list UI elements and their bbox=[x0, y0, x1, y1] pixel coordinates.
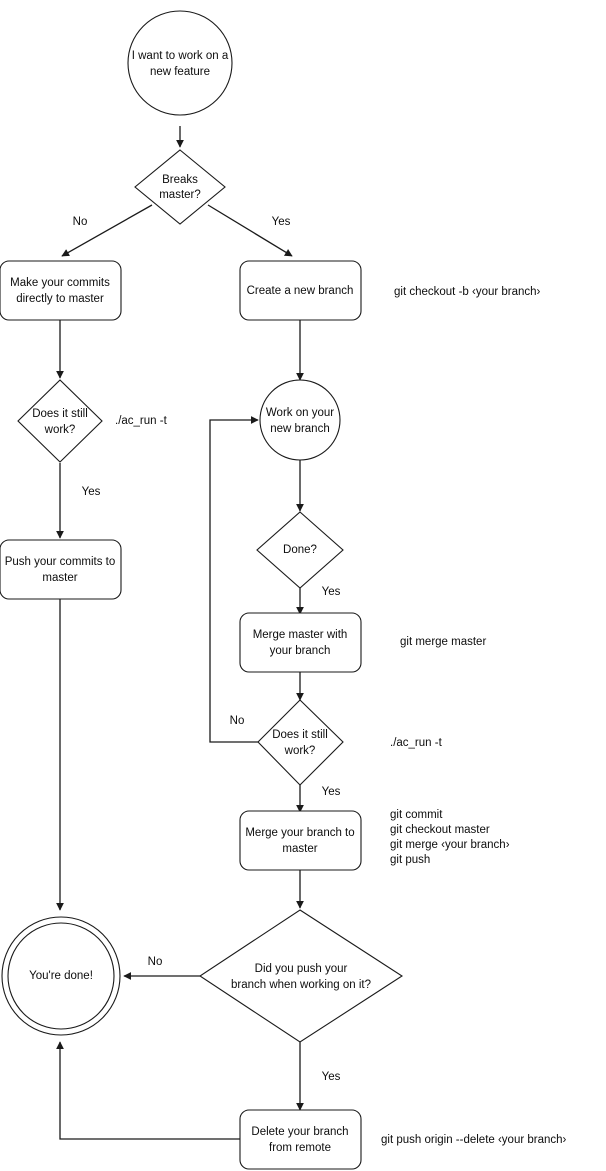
youre-done-inner-circle bbox=[7, 922, 115, 1030]
work-branch-label-line2: new branch bbox=[270, 423, 329, 435]
work-branch-label-line1: Work on your bbox=[266, 407, 334, 419]
edge-labels-group: No Yes Yes Yes No Yes No Yes bbox=[73, 216, 341, 1083]
push-commits-box bbox=[0, 539, 122, 600]
merge-branch-label-line2: master bbox=[282, 843, 317, 855]
node-right-does-it-still-work[interactable]: Does it still work? bbox=[257, 699, 344, 786]
done-label: Done? bbox=[283, 544, 317, 556]
edge-breaks-to-create-branch bbox=[207, 204, 293, 257]
annotation-git-commit: git commit bbox=[390, 809, 443, 821]
did-you-push-diamond bbox=[199, 909, 404, 1043]
edge-delete-branch-to-youre-done bbox=[56, 1041, 240, 1140]
did-you-push-label-line1: Did you push your bbox=[255, 963, 348, 975]
start-label-line2: new feature bbox=[150, 66, 210, 78]
edge-still-work-no-loopback bbox=[209, 416, 259, 743]
node-left-does-it-still-work[interactable]: Does it still work? bbox=[17, 379, 103, 463]
annotation-git-checkout-master: git checkout master bbox=[390, 824, 490, 836]
annotation-git-checkout: git checkout -b ‹your branch› bbox=[394, 286, 541, 298]
merge-master-box bbox=[239, 612, 362, 673]
node-merge-branch[interactable]: Merge your branch to master bbox=[239, 810, 362, 871]
start-circle bbox=[127, 10, 233, 116]
node-breaks-master[interactable]: Breaks master? bbox=[134, 149, 226, 225]
breaks-master-label-line2: master? bbox=[159, 189, 201, 201]
push-commits-label-line2: master bbox=[42, 572, 77, 584]
make-commits-label-line2: directly to master bbox=[16, 293, 104, 305]
node-push-commits[interactable]: Push your commits to master bbox=[0, 539, 122, 600]
left-still-work-diamond bbox=[17, 379, 103, 463]
edge-breaks-to-make-commits bbox=[61, 204, 153, 257]
node-start[interactable]: I want to work on a new feature bbox=[127, 10, 233, 116]
did-you-push-label-line2: branch when working on it? bbox=[231, 979, 371, 991]
annotations-group: git checkout -b ‹your branch› ./ac_run -… bbox=[115, 286, 567, 1146]
merge-master-label-line1: Merge master with bbox=[253, 629, 348, 641]
edge-label-breaks-yes: Yes bbox=[272, 216, 291, 228]
delete-branch-label-line2: from remote bbox=[269, 1142, 331, 1154]
edge-label-left-work-yes: Yes bbox=[82, 486, 101, 498]
node-work-branch[interactable]: Work on your new branch bbox=[259, 379, 341, 461]
annotation-ac-run-left: ./ac_run -t bbox=[115, 415, 168, 427]
node-create-branch[interactable]: Create a new branch bbox=[239, 260, 362, 321]
node-make-commits[interactable]: Make your commits directly to master bbox=[0, 260, 122, 321]
node-merge-master[interactable]: Merge master with your branch bbox=[239, 612, 362, 673]
node-done-question[interactable]: Done? bbox=[256, 511, 344, 589]
merge-master-label-line2: your branch bbox=[270, 645, 331, 657]
edge-label-right-work-no: No bbox=[230, 715, 245, 727]
right-still-work-diamond bbox=[257, 699, 344, 786]
edge-label-breaks-no: No bbox=[73, 216, 88, 228]
make-commits-box bbox=[0, 260, 122, 321]
push-commits-label-line1: Push your commits to bbox=[5, 556, 116, 568]
create-branch-box bbox=[239, 260, 362, 321]
annotation-git-push-origin-delete: git push origin --delete ‹your branch› bbox=[381, 1134, 567, 1146]
node-delete-branch[interactable]: Delete your branch from remote bbox=[239, 1109, 362, 1170]
done-diamond bbox=[256, 511, 344, 589]
edge-label-push-no: No bbox=[148, 956, 163, 968]
annotation-ac-run-right: ./ac_run -t bbox=[390, 737, 443, 749]
delete-branch-box bbox=[239, 1109, 362, 1170]
node-youre-done[interactable]: You're done! bbox=[1, 916, 121, 1036]
create-branch-label: Create a new branch bbox=[247, 285, 354, 297]
left-still-work-label-line2: work? bbox=[44, 424, 76, 436]
right-still-work-label-line1: Does it still bbox=[272, 729, 328, 741]
merge-branch-label-line1: Merge your branch to bbox=[245, 827, 354, 839]
youre-done-label: You're done! bbox=[29, 970, 93, 982]
breaks-master-diamond bbox=[134, 149, 226, 225]
start-label-line1: I want to work on a bbox=[132, 50, 229, 62]
edge-label-done-yes: Yes bbox=[322, 586, 341, 598]
edges-group bbox=[56, 126, 304, 1140]
edge-label-push-yes: Yes bbox=[322, 1071, 341, 1083]
breaks-master-label-line1: Breaks bbox=[162, 174, 198, 186]
annotation-git-merge-branch: git merge ‹your branch› bbox=[390, 839, 510, 851]
merge-branch-box bbox=[239, 810, 362, 871]
work-branch-circle bbox=[259, 379, 341, 461]
right-still-work-label-line2: work? bbox=[284, 745, 316, 757]
annotation-git-merge-master: git merge master bbox=[400, 636, 486, 648]
make-commits-label-line1: Make your commits bbox=[10, 277, 110, 289]
delete-branch-label-line1: Delete your branch bbox=[251, 1126, 348, 1138]
annotation-git-push: git push bbox=[390, 854, 430, 866]
node-did-you-push[interactable]: Did you push your branch when working on… bbox=[199, 909, 404, 1043]
left-still-work-label-line1: Does it still bbox=[32, 408, 88, 420]
edge-label-right-work-yes: Yes bbox=[322, 786, 341, 798]
